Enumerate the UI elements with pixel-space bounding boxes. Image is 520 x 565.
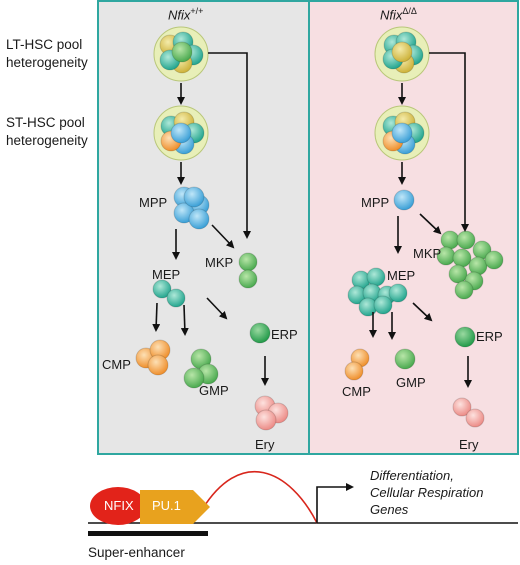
ko-ery-cell xyxy=(465,408,485,428)
wt-gmp-cell xyxy=(183,367,205,389)
ko-erp-cell xyxy=(454,326,476,348)
ko-mep-cell xyxy=(373,295,393,315)
header-wildtype-sup: +/+ xyxy=(190,6,204,16)
header-knockout: NfixΔ/Δ xyxy=(380,6,417,22)
wt-arrow-lt-mkp xyxy=(208,52,251,239)
target-genes-label: Differentiation, Cellular Respiration Ge… xyxy=(370,467,483,518)
header-wildtype: Nfix+/+ xyxy=(168,6,203,22)
wt-mpp-cell xyxy=(183,186,205,208)
target-line-1: Differentiation, xyxy=(370,468,454,483)
nfix-factor xyxy=(90,487,146,525)
wt-mpp-label: MPP xyxy=(139,195,168,210)
wt-arrow-mep-erp xyxy=(206,297,228,320)
ko-erp-label: ERP xyxy=(476,329,503,344)
ko-mkp-cell xyxy=(484,250,504,270)
target-line-3: Genes xyxy=(370,502,409,517)
wt-erp-cell xyxy=(249,322,271,344)
wt-ery-label: Ery xyxy=(255,437,275,452)
wt-gmp-label: GMP xyxy=(199,383,229,398)
wt-cmp-cell xyxy=(147,354,169,376)
wt-mep-cell xyxy=(152,279,172,299)
wt-ery-cell xyxy=(255,409,277,431)
wt-mpp-cell xyxy=(188,208,210,230)
ko-mkp-cell xyxy=(454,280,474,300)
wt-mkp-cell xyxy=(238,252,258,272)
ko-mep-label: MEP xyxy=(387,268,416,283)
header-wildtype-gene: Nfix xyxy=(168,7,191,23)
ko-cmp-label: CMP xyxy=(342,384,371,399)
wt-lt-hsc-cell xyxy=(171,41,193,63)
enhancer-loop xyxy=(199,470,318,524)
wt-st-hsc-cell xyxy=(170,122,192,144)
ko-mkp-cell xyxy=(440,230,460,250)
wt-mep-cell xyxy=(166,288,186,308)
header-knockout-gene: Nfix xyxy=(380,7,403,23)
ko-mkp-cell xyxy=(448,264,468,284)
ko-st-hsc-cell xyxy=(391,122,413,144)
wt-erp-label: ERP xyxy=(271,327,298,342)
ko-mkp-cell xyxy=(452,248,472,268)
pu1-label: PU.1 xyxy=(152,498,181,513)
wt-mep-label: MEP xyxy=(152,267,181,282)
wt-mkp-cell xyxy=(238,269,258,289)
pu1-factor xyxy=(140,490,210,524)
ko-mep-cell xyxy=(366,267,386,287)
target-line-2: Cellular Respiration xyxy=(370,485,484,500)
ko-ery-cell xyxy=(452,397,472,417)
super-enhancer-bar xyxy=(88,531,208,536)
ko-ery-label: Ery xyxy=(459,437,479,452)
row-label-lt-hsc: LT-HSC pool heterogeneity xyxy=(6,37,88,70)
ko-gmp-cell xyxy=(394,348,416,370)
nfix-label: NFIX xyxy=(104,498,134,513)
ko-mkp-cell xyxy=(456,230,476,250)
wt-arrow-mpp-mkp xyxy=(211,224,235,249)
wt-arrow-mep-cmp xyxy=(152,302,161,332)
header-knockout-sup: Δ/Δ xyxy=(402,6,417,16)
wt-arrow-mep-gmp xyxy=(180,304,189,336)
ko-lt-hsc-cell xyxy=(391,41,413,63)
row-label-st-hsc: ST-HSC pool heterogeneity xyxy=(6,115,88,148)
wt-mkp-label: MKP xyxy=(205,255,234,270)
ko-mpp-label: MPP xyxy=(361,195,390,210)
ko-gmp-label: GMP xyxy=(396,375,426,390)
ko-arrow-mep-erp xyxy=(412,302,433,322)
transcription-arrow xyxy=(316,483,354,523)
ko-mkp-label: MKP xyxy=(413,246,442,261)
super-enhancer-label: Super-enhancer xyxy=(88,545,185,560)
ko-cmp-cell xyxy=(344,361,364,381)
ko-mep-cell xyxy=(388,283,408,303)
ko-arrow-lt-mkp xyxy=(429,52,469,232)
ko-arrow-mpp-mkp xyxy=(419,213,442,235)
ko-mpp-cell xyxy=(393,189,415,211)
wt-cmp-label: CMP xyxy=(102,357,131,372)
